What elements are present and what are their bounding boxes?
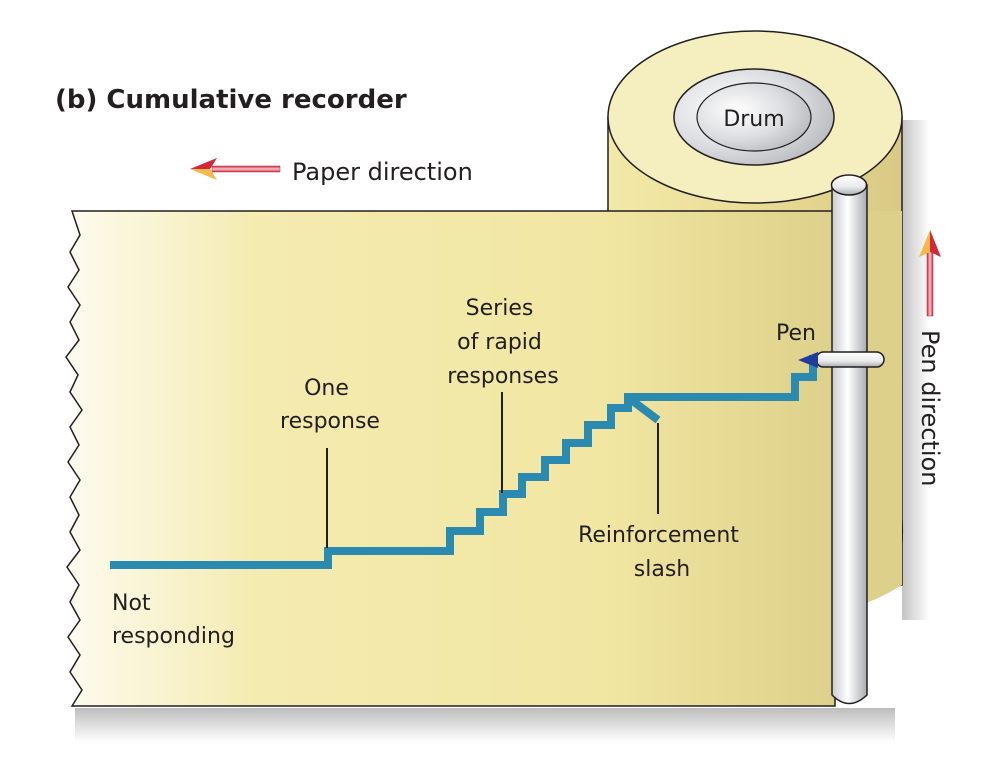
not-responding-label: Not responding [112, 591, 235, 649]
cumulative-record-trace [110, 355, 830, 569]
rapid-responses-label: Series of rapid responses [447, 296, 558, 389]
pen-direction-arrow-icon [919, 230, 941, 317]
pen-label: Pen [776, 321, 816, 346]
figure-title: (b) Cumulative recorder [55, 85, 407, 115]
one-response-label: One response [280, 376, 380, 434]
pen-post [830, 174, 868, 705]
paper-direction-arrow-icon [190, 158, 281, 180]
paper-sheet [65, 210, 836, 707]
pen-tip-icon [798, 352, 818, 368]
pen-arm [798, 351, 885, 368]
reinforcement-slash-mark [627, 395, 661, 424]
drum-label: Drum [723, 107, 784, 132]
reinforcement-slash-label: Reinforcement slash [578, 523, 746, 582]
pen-direction-label: Pen direction [916, 330, 944, 486]
paper-direction-label: Paper direction [292, 158, 473, 186]
